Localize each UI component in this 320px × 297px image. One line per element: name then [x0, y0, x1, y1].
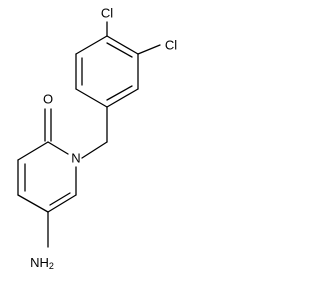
bond-c2-c3: [17, 141, 49, 161]
bond-c4-c5: [17, 194, 49, 213]
bond-ring-c3-c4: [106, 88, 139, 108]
bond-n-c2: [47, 141, 69, 155]
nitrogen-label: N: [71, 151, 80, 166]
bond-ring-c1-c2: [106, 35, 139, 55]
chlorine-right-label: Cl: [165, 38, 177, 53]
molecule-structure: Cl Cl O N NH2: [17, 6, 177, 272]
bond-ring-c4-c5: [75, 88, 108, 108]
oxygen-label: O: [43, 92, 53, 107]
amine-label-main: NH: [30, 255, 49, 270]
double-bond-ring-c1-c2: [106, 42, 133, 58]
double-bond-ring-c3-c4: [106, 85, 133, 101]
bond-ch2-n: [81, 141, 108, 159]
bond-c5-c6: [47, 194, 77, 213]
bond-ring-c6-c1: [75, 35, 108, 55]
chlorine-top-label: Cl: [101, 6, 113, 21]
amine-label: NH2: [30, 255, 54, 272]
bond-c-cl-right: [137, 44, 161, 55]
pyridinone-ring: [17, 141, 77, 213]
dichlorophenyl-ring: [75, 35, 139, 108]
double-bond-c5-c6: [49, 192, 71, 206]
amine-label-subscript: 2: [49, 261, 54, 271]
